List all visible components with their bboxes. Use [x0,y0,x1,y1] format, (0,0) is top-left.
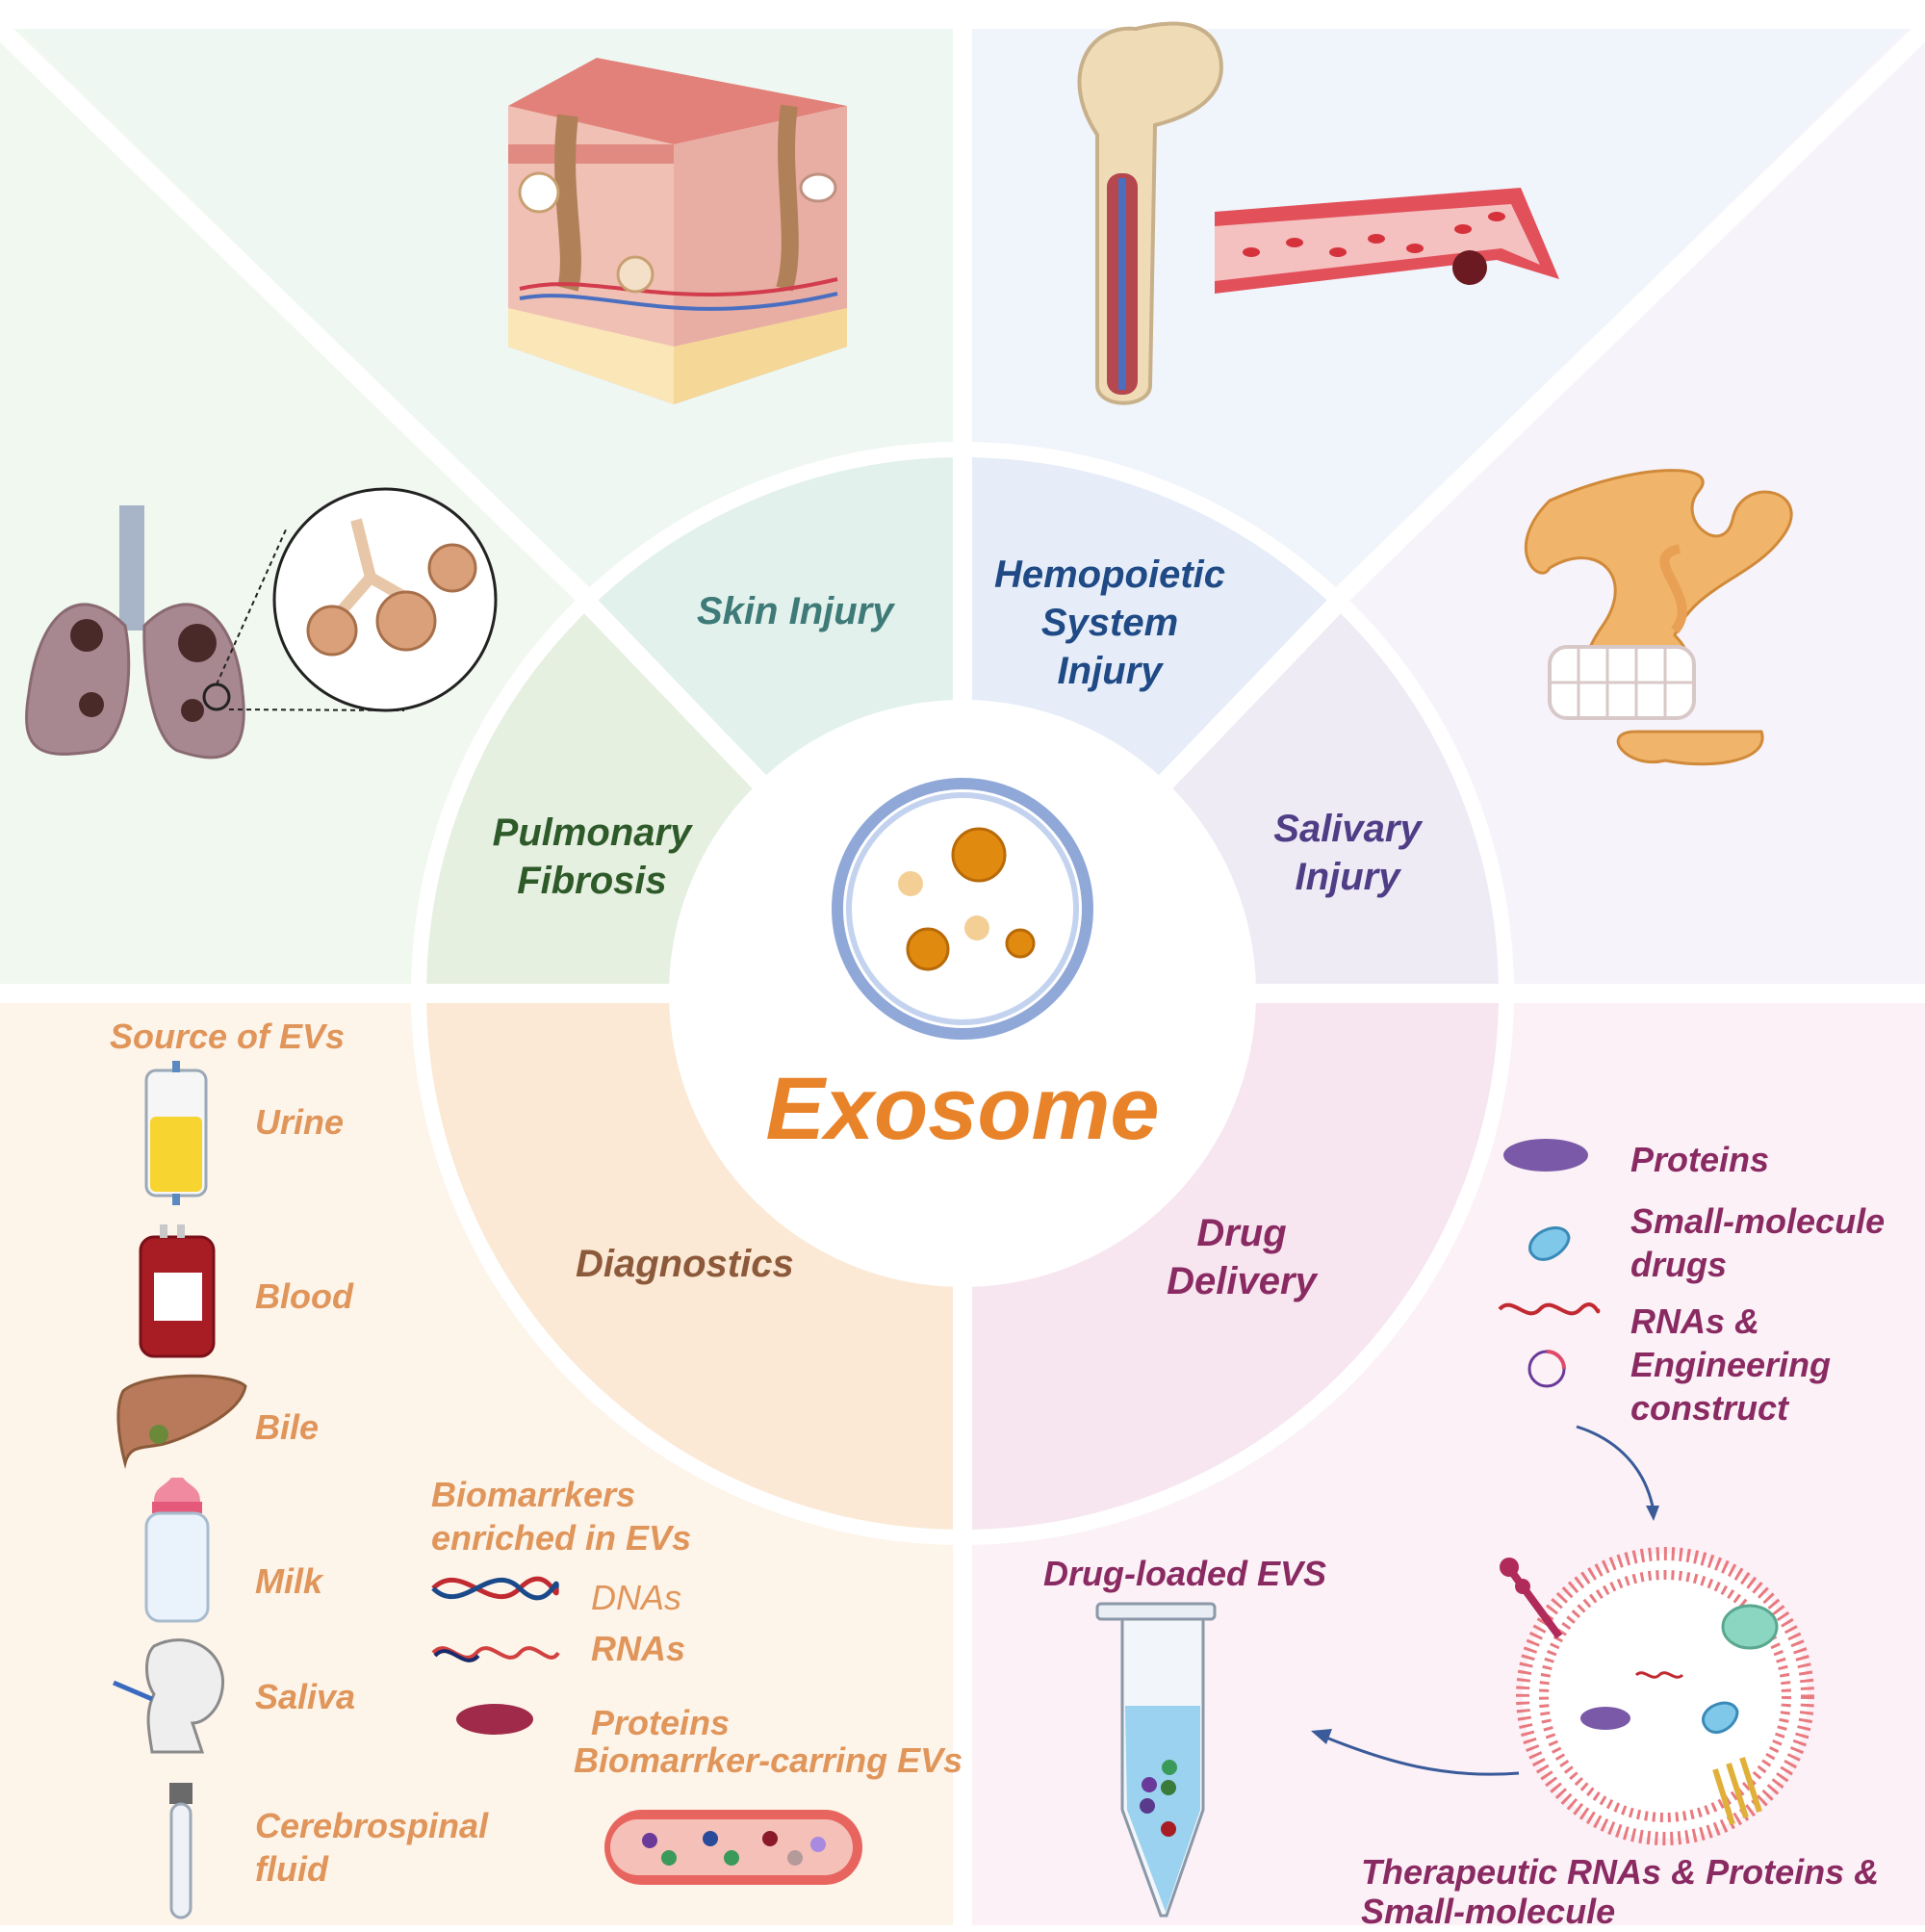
source-saliva: Saliva [255,1677,356,1716]
small-molecule-line-1: Small-molecule [1630,1201,1886,1241]
skin-tissue-illustration [508,58,847,404]
saliva-person-icon [113,1638,224,1754]
biomarkers-line-1: Biomarrkers [431,1475,636,1514]
pulmonary-line-2: Fibrosis [517,860,667,902]
rna-cargo-icon [1498,1302,1601,1316]
center-title: Exosome [765,1060,1160,1158]
rnas-line-1: RNAs & [1630,1301,1760,1341]
rna-icon [431,1646,560,1662]
exosome-vesicle-icon [832,778,1093,1040]
protein-cargo-icon [1503,1139,1588,1172]
segment-label-skin-injury: Skin Injury [697,590,894,632]
biomarker-carrying-evs-label: Biomarrker-carring EVs [574,1740,963,1780]
source-of-evs-heading: Source of EVs [110,1017,346,1056]
hemo-line-2: System [1040,602,1179,644]
dna-icon [431,1576,559,1601]
segment-label-diagnostics: Diagnostics [576,1243,794,1285]
segment-label-salivary: Salivary Injury [1251,805,1444,901]
source-milk: Milk [255,1561,323,1601]
small-molecule-line-2: drugs [1630,1245,1728,1284]
cargo-rnas-engineering-construct: RNAs & Engineering construct [1630,1300,1831,1430]
blood-vessel-illustration [1215,188,1559,294]
segment-label-hemopoietic: Hemopoietic System Injury [980,551,1240,695]
biomarkers-heading: Biomarrkers enriched in EVs [431,1473,691,1559]
therapeutic-label: Therapeutic RNAs & Proteins & Small-mole… [1361,1852,1879,1932]
segment-label-pulmonary: Pulmonary Fibrosis [481,809,703,905]
drug-line-2: Delivery [1167,1260,1317,1302]
cargo-small-molecule-drugs: Small-molecule drugs [1630,1199,1885,1286]
arrow-left-icon [1311,1729,1520,1776]
blood-bag-icon [139,1224,216,1358]
source-bile: Bile [255,1407,320,1447]
rnas-line-3: construct [1630,1388,1789,1428]
salivary-line-1: Salivary [1273,808,1422,850]
segment-label-drug-delivery: Drug Delivery [1145,1209,1338,1305]
drug-line-1: Drug [1196,1212,1287,1254]
protein-blob-icon [456,1704,533,1735]
urine-bag-icon [144,1061,208,1205]
source-blood: Blood [255,1276,353,1316]
lungs-illustration [25,487,498,760]
cargo-proteins: Proteins [1630,1140,1770,1179]
drug-loaded-tube-icon [1095,1602,1217,1918]
hemo-line-3: Injury [1057,650,1163,692]
small-molecule-drug-icon [1528,1226,1571,1261]
salivary-gland-illustration [1524,469,1793,766]
cerebrospinal-tube-icon [169,1783,192,1919]
biomarkers-line-2: enriched in EVs [431,1518,692,1558]
biomarker-dnas: DNAs [591,1578,682,1617]
pulmonary-line-1: Pulmonary [492,811,692,854]
bone-illustration [1077,21,1223,405]
csf-line-2: fluid [255,1849,328,1889]
liver-icon [116,1374,247,1469]
arrow-down-icon [1576,1425,1659,1521]
hemo-line-1: Hemopoietic [993,554,1226,596]
biomarker-rnas: RNAs [591,1629,686,1668]
salivary-line-2: Injury [1295,856,1400,898]
drug-loaded-evs-label: Drug-loaded EVS [1043,1554,1327,1593]
source-cerebrospinal-fluid: Cerebrospinal fluid [255,1804,488,1891]
rnas-line-2: Engineering [1630,1345,1832,1384]
milk-bottle-icon [144,1478,210,1623]
csf-line-1: Cerebrospinal [255,1806,489,1845]
therapeutic-line-2: Small-molecule [1361,1892,1616,1932]
therapeutic-line-1: Therapeutic RNAs & Proteins & [1361,1852,1880,1892]
biomarker-proteins: Proteins [591,1703,731,1742]
biomarker-carrying-vessel-icon [604,1810,862,1885]
plasmid-construct-icon [1527,1350,1566,1388]
source-urine: Urine [255,1102,345,1142]
engineered-ev-illustration [1500,1547,1814,1845]
